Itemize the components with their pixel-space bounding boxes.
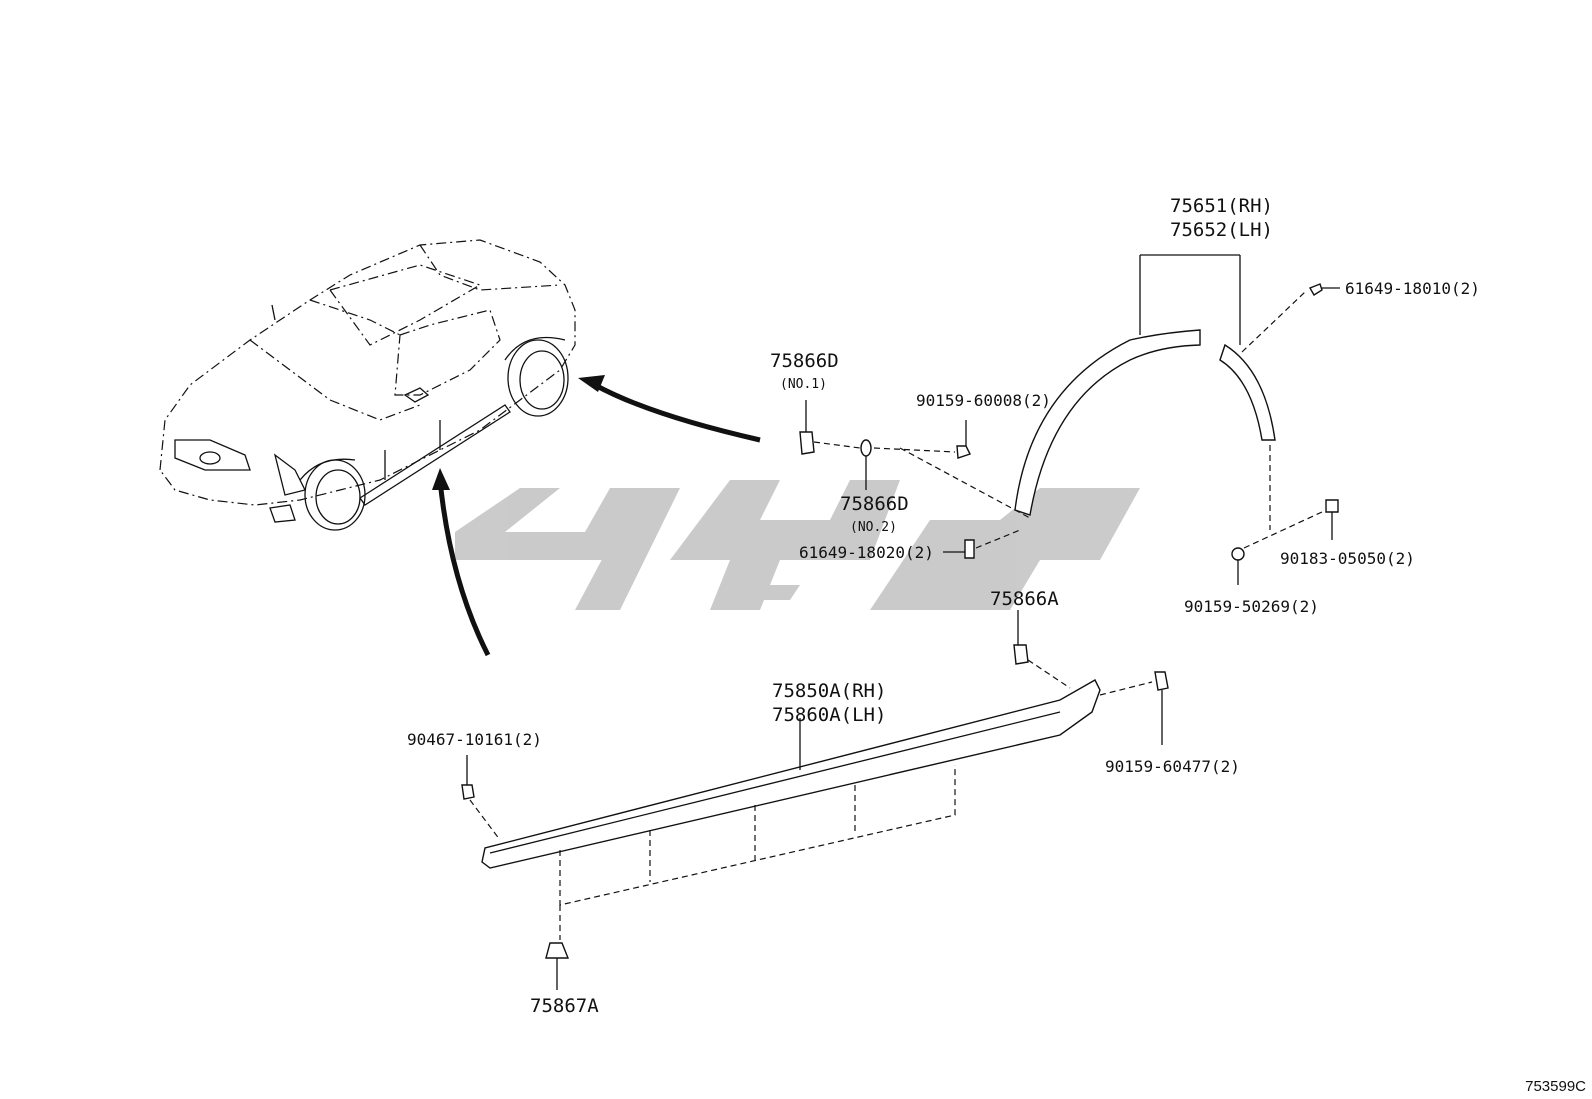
label-rocker-rh: 75850A(RH) xyxy=(772,680,886,702)
fasteners xyxy=(461,283,1340,990)
label-clip-75866d-no1-sub: (NO.1) xyxy=(780,377,827,392)
rocker-panel-part xyxy=(481,679,1101,940)
label-screw-90159-50269: 90159-50269(2) xyxy=(1184,597,1319,616)
label-clip-61649-18010: 61649-18010(2) xyxy=(1345,279,1480,298)
label-fender-flare-rh: 75651(RH) xyxy=(1170,195,1273,217)
label-screw-90159-60008: 90159-60008(2) xyxy=(916,391,1051,410)
label-fender-flare-lh: 75652(LH) xyxy=(1170,219,1273,241)
label-clip-75866d-no1: 75866D xyxy=(770,350,839,372)
label-clip-75866a: 75866A xyxy=(990,588,1059,610)
car-outline xyxy=(159,239,576,531)
label-screw-90159-60477: 90159-60477(2) xyxy=(1105,757,1240,776)
label-rocker-lh: 75860A(LH) xyxy=(772,704,886,726)
label-clip-75867a: 75867A xyxy=(530,995,599,1017)
label-clip-90467-10161: 90467-10161(2) xyxy=(407,730,542,749)
label-clip-75866d-no2: 75866D xyxy=(840,493,909,515)
brand-watermark-logo xyxy=(455,480,1140,610)
pointer-arrows xyxy=(432,375,761,657)
label-clip-75866d-no2-sub: (NO.2) xyxy=(850,520,897,535)
figure-code: 753599C xyxy=(1525,1078,1586,1095)
label-clip-61649-18020: 61649-18020(2) xyxy=(799,543,934,562)
fender-flare-part xyxy=(1014,254,1276,516)
part-labels: 75651(RH) 75652(LH) 61649-18010(2) 75866… xyxy=(407,195,1480,1017)
label-nut-90183-05050: 90183-05050(2) xyxy=(1280,549,1415,568)
